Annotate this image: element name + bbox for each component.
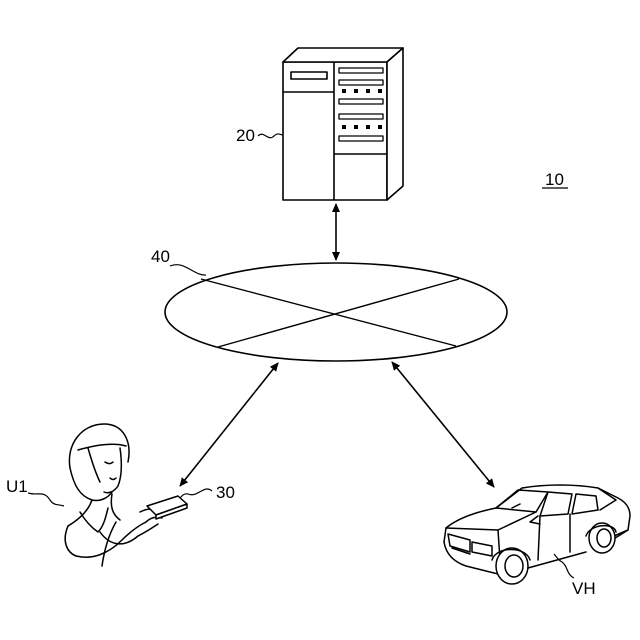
network-terminal-link: [180, 363, 278, 486]
leader-server: [258, 134, 283, 138]
terminal-label: 30: [216, 483, 235, 502]
vehicle-label: VH: [572, 579, 596, 598]
smartphone-icon: [147, 496, 187, 519]
network-vehicle-link: [392, 362, 494, 487]
server-icon: [283, 48, 403, 200]
person-icon: [65, 424, 162, 566]
system-label: 10: [545, 170, 564, 189]
network-label: 40: [151, 247, 170, 266]
car-icon: [444, 485, 630, 584]
server-label: 20: [236, 126, 255, 145]
leader-network: [170, 265, 206, 275]
leader-user: [28, 493, 64, 506]
network-icon: [165, 263, 507, 361]
user-label: U1: [6, 477, 28, 496]
leader-terminal: [180, 489, 212, 498]
